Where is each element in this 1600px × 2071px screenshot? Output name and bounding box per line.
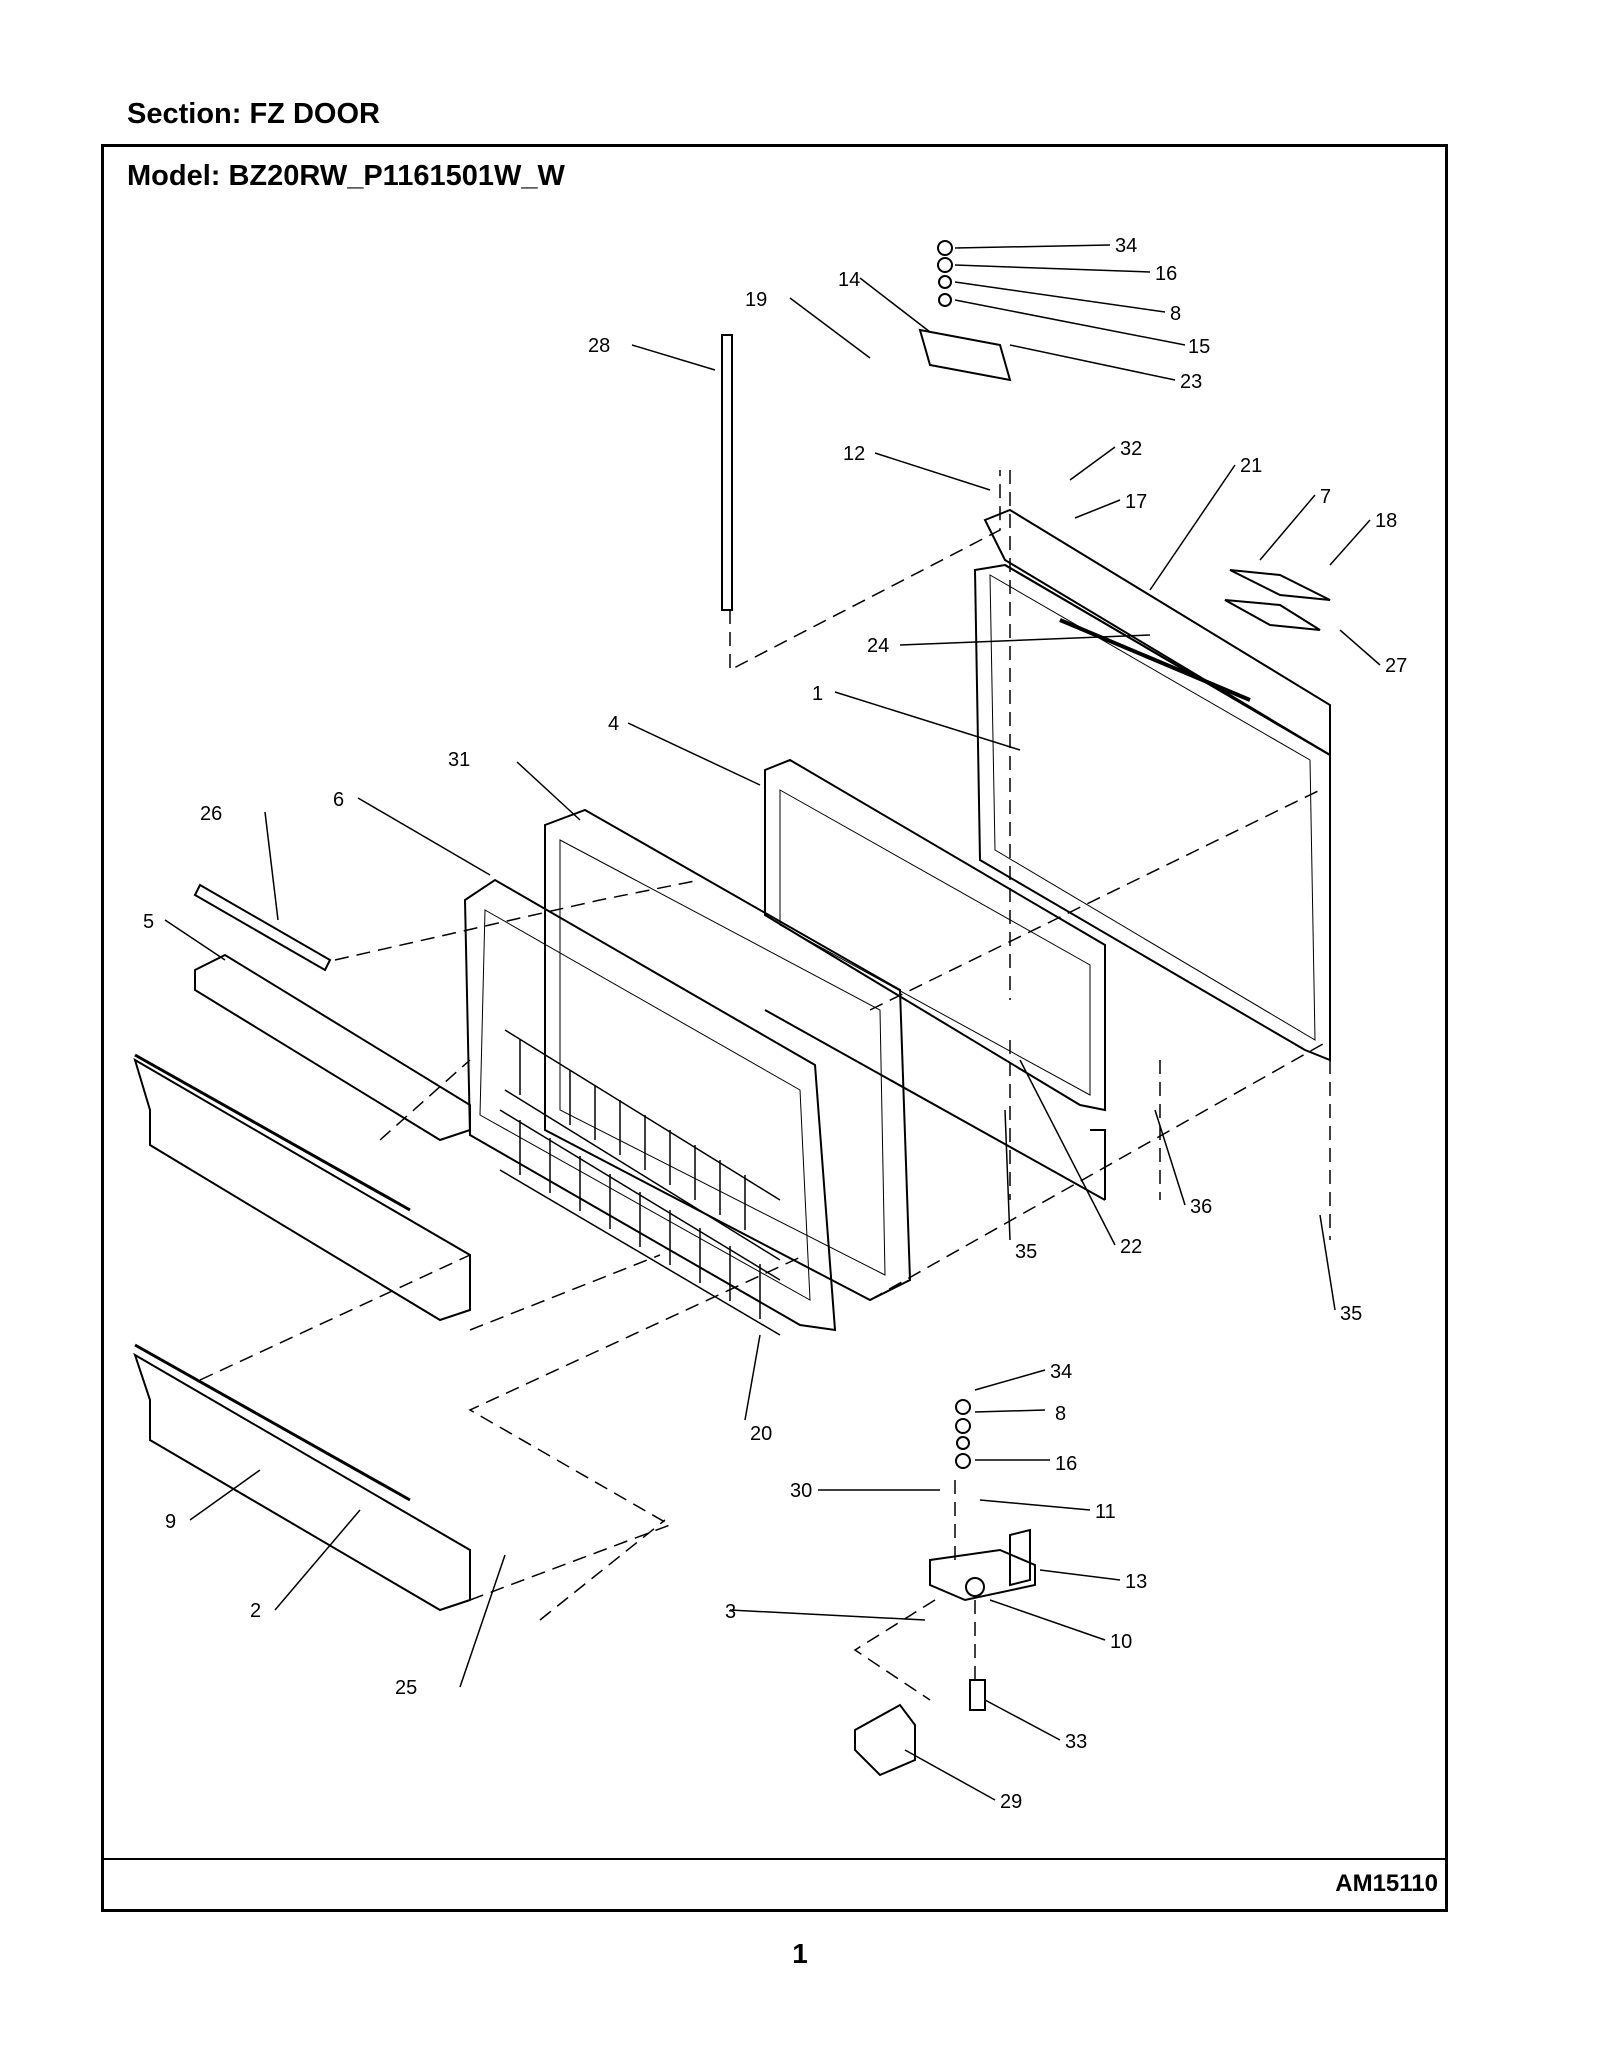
callout-3: 3: [725, 1601, 736, 1623]
callout-23: 23: [1180, 371, 1202, 393]
callout-21: 21: [1240, 455, 1262, 477]
callout-29: 29: [1000, 1791, 1022, 1813]
callout-24: 24: [867, 635, 889, 657]
callout-16-bottom: 16: [1055, 1453, 1077, 1475]
callout-28: 28: [588, 335, 610, 357]
callout-30: 30: [790, 1480, 812, 1502]
callout-18: 18: [1375, 510, 1397, 532]
callout-17: 17: [1125, 491, 1147, 513]
callout-19: 19: [745, 289, 767, 311]
callout-7: 7: [1320, 486, 1331, 508]
callout-33: 33: [1065, 1731, 1087, 1753]
callout-25: 25: [395, 1677, 417, 1699]
page-number: 1: [792, 1938, 808, 1969]
callout-labels: 34 16 8 15 23 14 19 28 12 32 17 21 7 18 …: [143, 235, 1407, 1813]
callout-5: 5: [143, 911, 154, 933]
callout-27: 27: [1385, 655, 1407, 677]
callout-35-right: 35: [1340, 1303, 1362, 1325]
callout-34-top: 34: [1115, 235, 1137, 257]
callout-16-top: 16: [1155, 263, 1177, 285]
callout-12: 12: [843, 443, 865, 465]
callout-6: 6: [333, 789, 344, 811]
diagram-frame: [101, 144, 1448, 1912]
callout-4: 4: [608, 713, 619, 735]
section-title: Section: FZ DOOR: [127, 98, 380, 130]
footer-divider: [101, 1858, 1448, 1860]
callout-10: 10: [1110, 1631, 1132, 1653]
callout-9: 9: [165, 1511, 176, 1533]
callout-22: 22: [1120, 1236, 1142, 1258]
callout-35-mid: 35: [1015, 1241, 1037, 1263]
callout-1: 1: [812, 683, 823, 705]
callout-34-bottom: 34: [1050, 1361, 1072, 1383]
callout-31: 31: [448, 749, 470, 771]
drawing-code: AM15110: [1335, 1870, 1438, 1897]
callout-8-top: 8: [1170, 303, 1181, 325]
callout-20: 20: [750, 1423, 772, 1445]
callout-2: 2: [250, 1600, 261, 1622]
callout-15: 15: [1188, 336, 1210, 358]
model-title: Model: BZ20RW_P1161501W_W: [127, 160, 565, 192]
callout-13: 13: [1125, 1571, 1147, 1593]
drawing-group: [133, 240, 1381, 1801]
callout-14: 14: [838, 269, 860, 291]
callout-8-bottom: 8: [1055, 1403, 1066, 1425]
callout-32: 32: [1120, 438, 1142, 460]
callout-11: 11: [1095, 1501, 1116, 1523]
callout-36: 36: [1190, 1196, 1212, 1218]
callout-26: 26: [200, 803, 222, 825]
